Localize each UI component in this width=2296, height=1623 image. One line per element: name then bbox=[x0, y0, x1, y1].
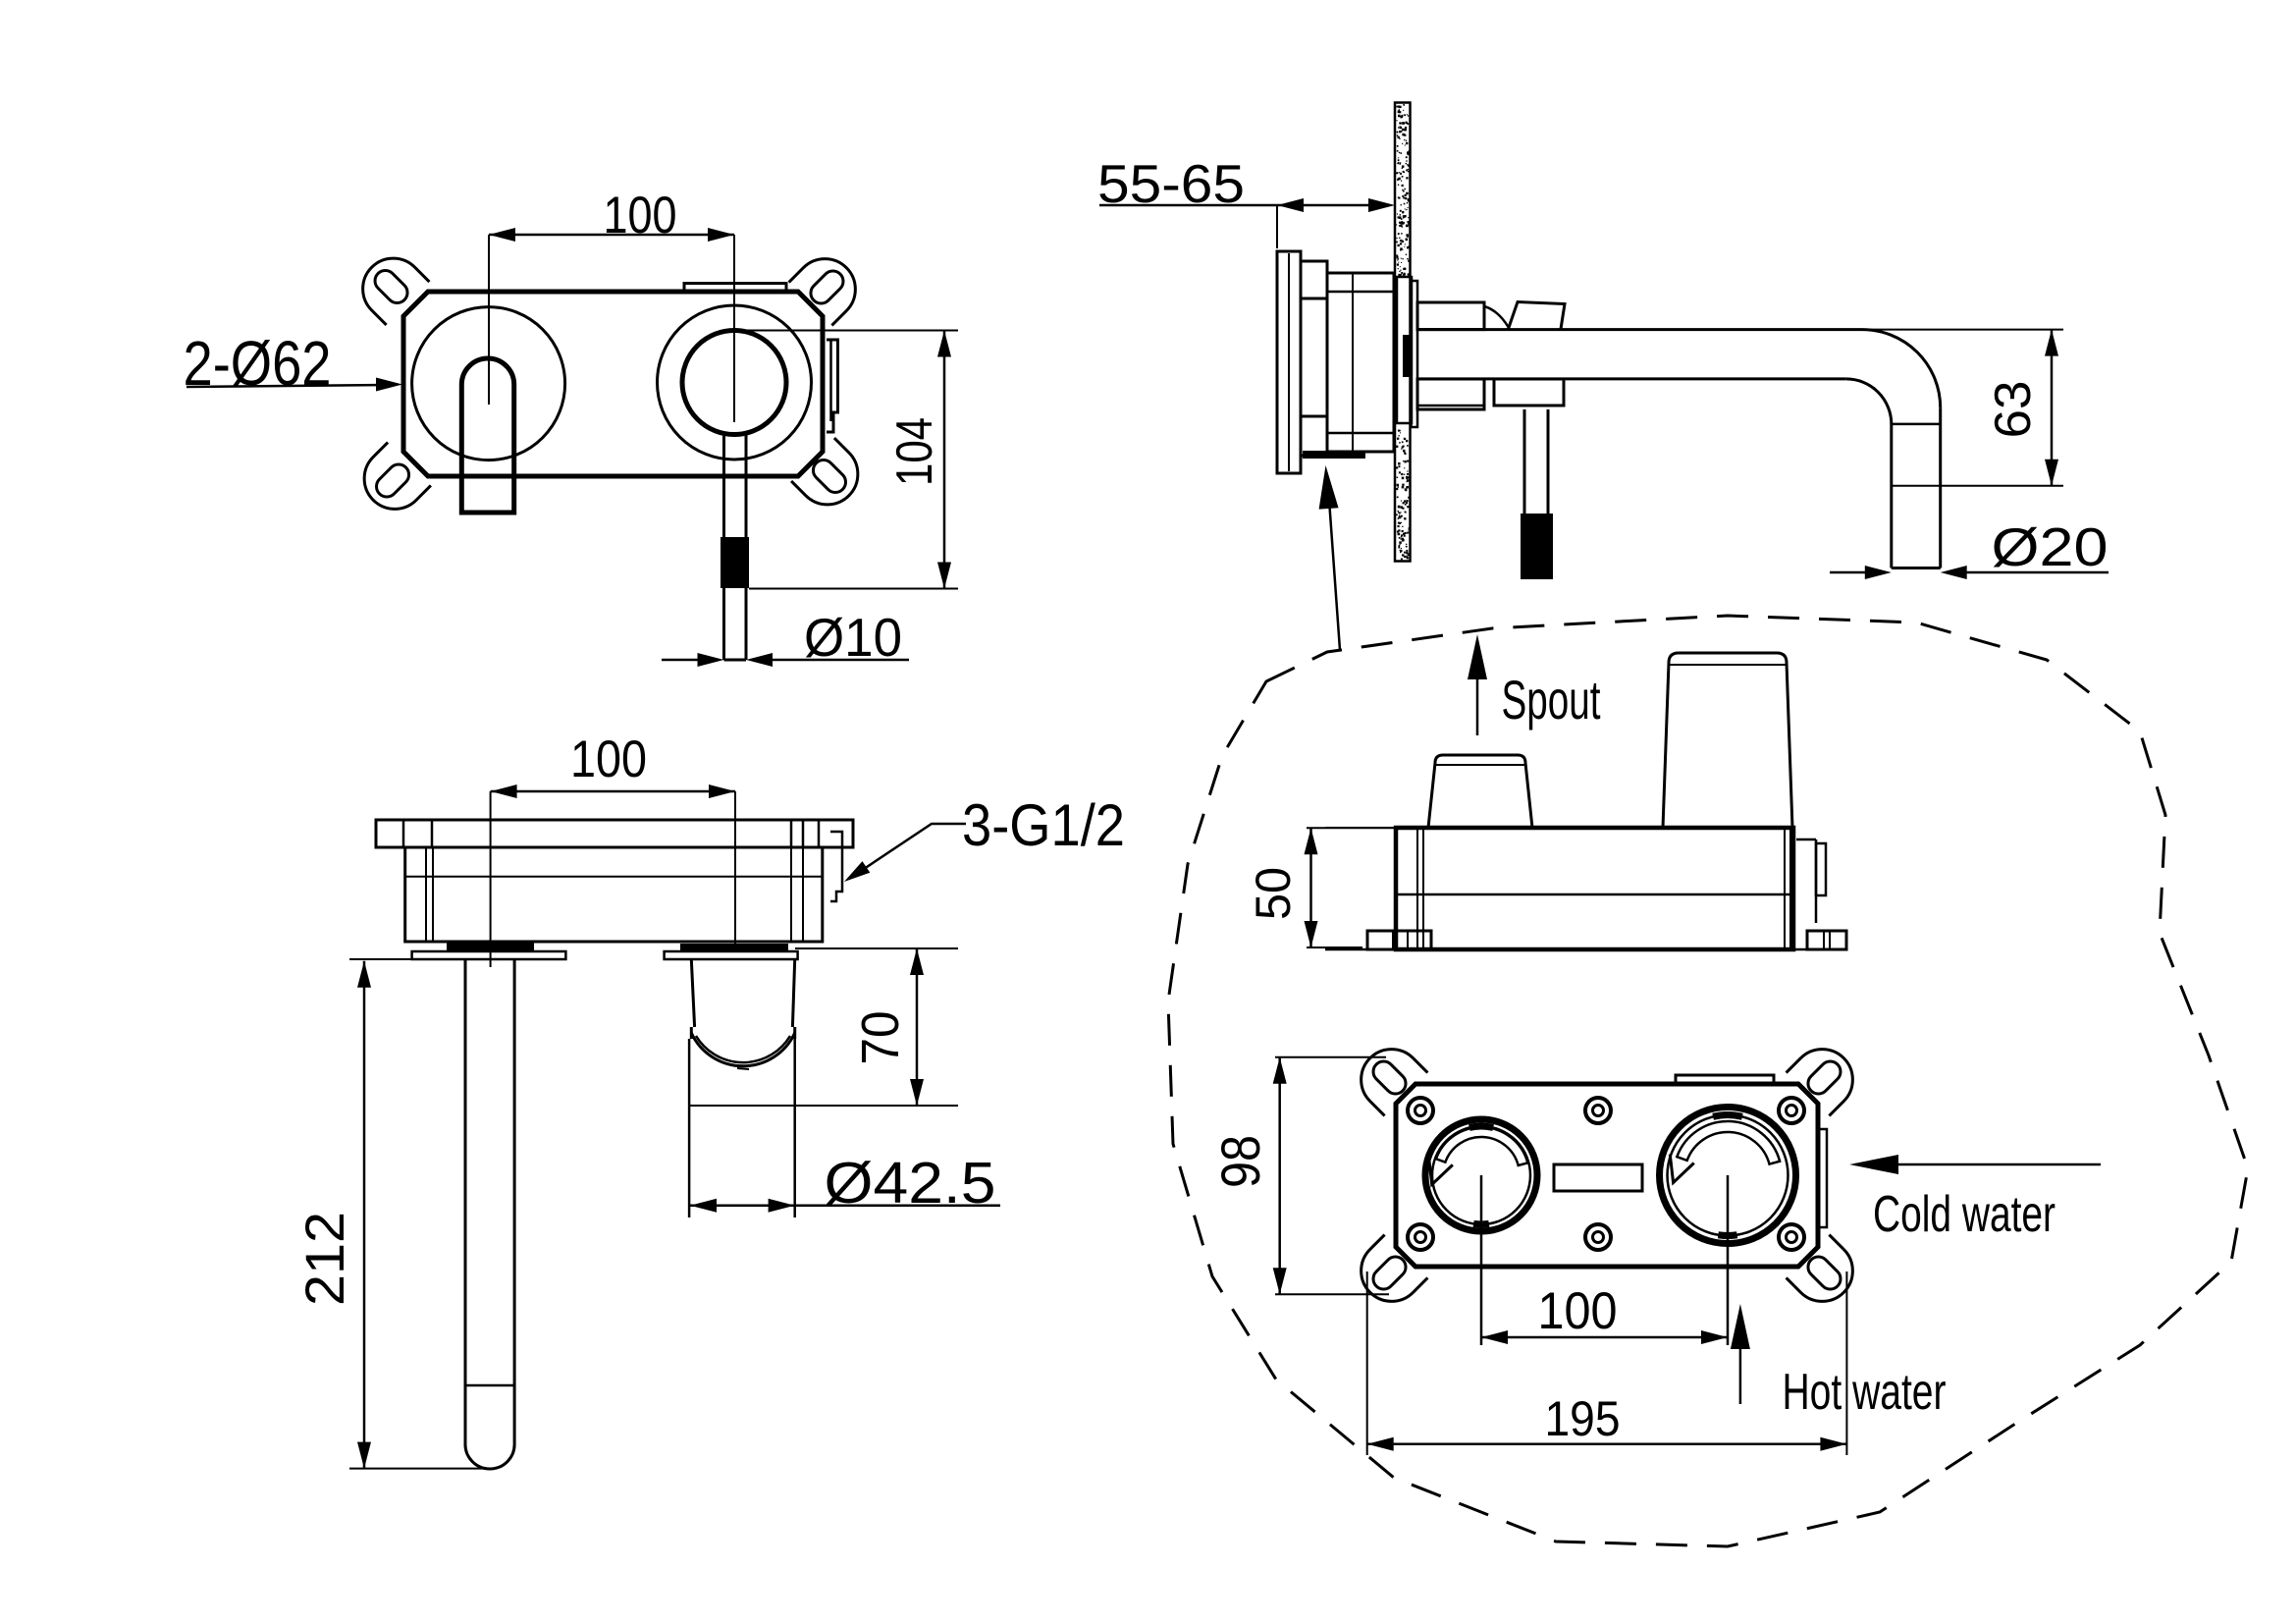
svg-text:Ø42.5: Ø42.5 bbox=[825, 1151, 996, 1216]
svg-text:Ø20: Ø20 bbox=[1992, 516, 2109, 577]
svg-text:3-G1/2: 3-G1/2 bbox=[962, 792, 1125, 858]
svg-text:Ø10: Ø10 bbox=[804, 607, 902, 668]
svg-text:100: 100 bbox=[1538, 1282, 1618, 1340]
svg-text:2-Ø62: 2-Ø62 bbox=[184, 328, 332, 399]
svg-text:98: 98 bbox=[1209, 1135, 1271, 1188]
svg-text:70: 70 bbox=[851, 1011, 910, 1065]
svg-text:63: 63 bbox=[1985, 381, 2042, 439]
svg-text:50: 50 bbox=[1246, 867, 1301, 920]
svg-text:100: 100 bbox=[570, 730, 647, 788]
svg-text:Hot water: Hot water bbox=[1783, 1364, 1947, 1421]
svg-text:55-65: 55-65 bbox=[1097, 153, 1245, 214]
svg-text:100: 100 bbox=[604, 187, 677, 244]
svg-text:212: 212 bbox=[294, 1212, 355, 1306]
svg-text:Spout: Spout bbox=[1502, 669, 1601, 730]
svg-text:Cold water: Cold water bbox=[1873, 1186, 2056, 1243]
svg-text:195: 195 bbox=[1545, 1391, 1621, 1446]
svg-text:104: 104 bbox=[886, 417, 943, 486]
